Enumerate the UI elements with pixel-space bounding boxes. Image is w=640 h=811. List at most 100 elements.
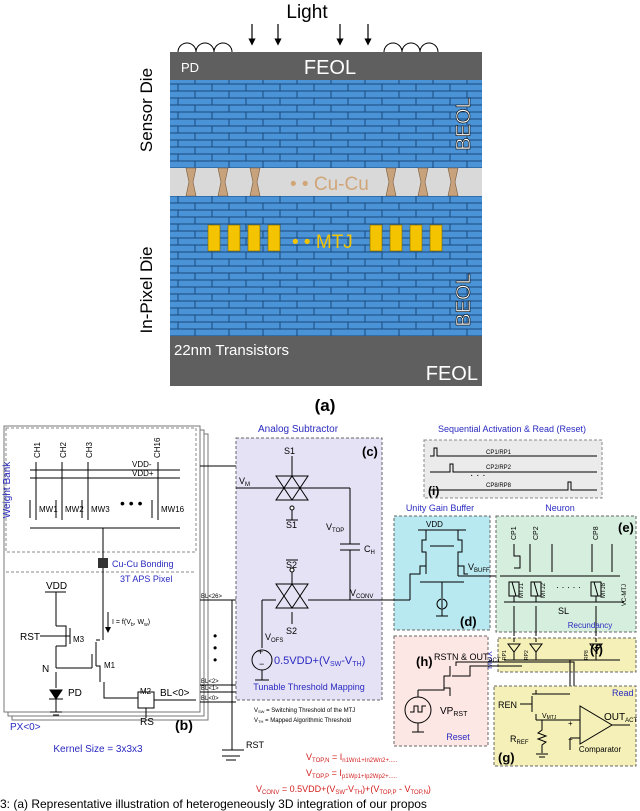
- reset-box: [393, 635, 489, 747]
- mtj-labels: MTJ1 MTJ2 MTJ8 VC-MTJ: [519, 582, 628, 606]
- mw2-label: MW2: [65, 505, 84, 514]
- pd-label-b: PD: [68, 688, 82, 699]
- mtj8-label: MTJ8: [601, 582, 607, 598]
- photodiode-bumps: [177, 42, 439, 53]
- unity-gain-title: Unity Gain Buffer: [406, 503, 474, 513]
- mw1-label: MW1: [39, 505, 58, 514]
- analog-subtractor-box: [235, 437, 383, 701]
- weight-bank-label: Weight Bank: [2, 461, 13, 519]
- px0-label: PX<0>: [10, 722, 41, 733]
- rp-labels: RP1 RP2 RP8: [502, 650, 590, 660]
- cp8-rp8: CP8/RP8: [486, 483, 512, 489]
- pd-label: PD: [181, 60, 199, 75]
- mux-label: MUX: [485, 650, 494, 668]
- figure-g: Read + − REN VMTJ RREF OUTACT Comparator…: [493, 685, 637, 767]
- bl1-label: BL<1>: [201, 686, 219, 692]
- weight-bank-wires: [29, 462, 180, 560]
- vtop-label: VTOP: [326, 522, 344, 534]
- bl0-bus-label: BL<0>: [201, 696, 219, 702]
- m1-label: M1: [104, 661, 116, 670]
- vsw-note: VSW = Switching Threshold of the MTJ: [254, 708, 355, 714]
- rp8-label: RP8: [584, 650, 590, 660]
- cucu-bonds: [185, 167, 459, 197]
- n-label: N: [42, 664, 49, 675]
- s1-label: S1: [284, 446, 295, 456]
- vofs-label: VOFS: [265, 632, 283, 644]
- eq-vconv: VCONV = 0.5VDD+(VSW-VTH)+(VTOP,P - VTOP,…: [256, 784, 431, 796]
- eq-vtop-n: VTOP,N = In1Wn1+In2Wn2+.....: [306, 752, 398, 764]
- mtj1-label: MTJ1: [519, 582, 525, 598]
- s2-label: S2: [286, 626, 297, 636]
- analog-subtractor-title: Analog Subtractor: [258, 424, 339, 435]
- bl-labels: BL<26> BL<2> BL<1> BL<0>: [201, 594, 223, 702]
- neuron-circuit: [500, 544, 624, 636]
- m2-label: M2: [140, 687, 152, 696]
- outact-label: OUTACT: [604, 712, 637, 724]
- feol-bottom-label: FEOL: [426, 363, 478, 385]
- ch1-label: CH1: [33, 441, 42, 458]
- timing-waveforms: [430, 447, 597, 491]
- rp1-label: RP1: [502, 650, 508, 660]
- sensor-die-label: Sensor Die: [137, 68, 156, 152]
- tag-g: (g): [498, 750, 515, 765]
- tag-b: (b): [175, 717, 193, 733]
- sl-label: SL: [558, 606, 569, 616]
- current-equation: I = f(Vb, Ww): [112, 619, 150, 628]
- rp2-label: RP2: [524, 650, 530, 660]
- rst-label: RST: [20, 632, 40, 643]
- weight-bank-box: [5, 427, 197, 553]
- feol-bottom-layer: [170, 336, 482, 386]
- figure-e: Neuron (e) CP1 CP2 CP8 MTJ1 MTJ2 MTJ8 VC…: [495, 503, 637, 636]
- ch-labels: CH1 CH2 CH3 CH16: [33, 437, 162, 458]
- vcmtj-label: VC-MTJ: [622, 584, 628, 606]
- mtj-blocks: [207, 224, 443, 252]
- cucu-bond-square: [98, 558, 108, 568]
- cp1-label: CP1: [511, 526, 518, 540]
- tag-f: (f): [590, 642, 603, 657]
- mtj-label: • • MTJ: [292, 232, 353, 253]
- ch2-label: CH2: [59, 441, 68, 458]
- feol-top-label: FEOL: [304, 57, 356, 79]
- read-circuit: [520, 690, 630, 758]
- svg-text:•: •: [213, 641, 217, 655]
- comparator-label: Comparator: [579, 745, 622, 754]
- vconv-label: VCONV: [350, 588, 373, 600]
- cucu-label: • • Cu-Cu: [290, 174, 369, 195]
- beol-top-layer: [170, 80, 482, 168]
- figure-a: Light PD FEOL BEOL Sensor Die: [137, 2, 482, 415]
- mw-ellipsis: • • •: [120, 495, 143, 511]
- vdd-minus: VDD-: [132, 460, 152, 469]
- seq-activation-title: Sequential Activation & Read (Reset): [438, 424, 586, 434]
- read-box: [493, 685, 637, 767]
- vofs-expression: 0.5VDD+(VSW-VTH): [274, 655, 365, 668]
- ch3-label: CH3: [85, 441, 94, 458]
- s2bar-label: S2: [286, 560, 297, 570]
- vdd-label: VDD: [46, 581, 67, 592]
- tag-c: (c): [362, 444, 378, 459]
- beol-bottom-label: BEOL: [453, 273, 475, 326]
- bl2-label: BL<2>: [201, 679, 219, 685]
- ren-label: REN: [498, 700, 517, 710]
- vdd-d-label: VDD: [426, 520, 443, 529]
- mw-labels: MW1 MW2 MW3 MW16: [39, 505, 185, 514]
- svg-text:•: •: [213, 653, 217, 667]
- rstn-outact-label: RSTN & OUTACT: [434, 652, 501, 664]
- svg-text:−: −: [568, 735, 573, 744]
- reset-label: Reset: [446, 732, 470, 742]
- mtj2-label: MTJ2: [541, 582, 547, 598]
- ch16-label: CH16: [153, 437, 162, 458]
- figure-caption: 3: (a) Representative illustration of he…: [0, 797, 427, 811]
- beol-top-label: BEOL: [453, 97, 475, 150]
- rs-label: RS: [140, 717, 154, 728]
- cp-labels: CP1 CP2 CP8: [511, 526, 600, 540]
- feol-top-layer: [170, 52, 482, 80]
- aps-pixel-label: 3T APS Pixel: [120, 574, 172, 584]
- transistors-label: 22nm Transistors: [174, 342, 289, 359]
- neuron-dots: · · · · ·: [556, 582, 581, 592]
- kernel-size-label: Kernel Size = 3x3x3: [53, 744, 143, 755]
- cp2-label: CP2: [533, 526, 540, 540]
- tag-d: (d): [460, 614, 477, 629]
- cp2-rp2: CP2/RP2: [486, 465, 512, 471]
- eq-vtop-p: VTOP,P = Ip1Wp1+Ip2Wp2+.....: [306, 768, 397, 780]
- figure-b: Weight Bank CH1 CH2 CH3 CH16 VDD- VDD+ M…: [2, 425, 244, 761]
